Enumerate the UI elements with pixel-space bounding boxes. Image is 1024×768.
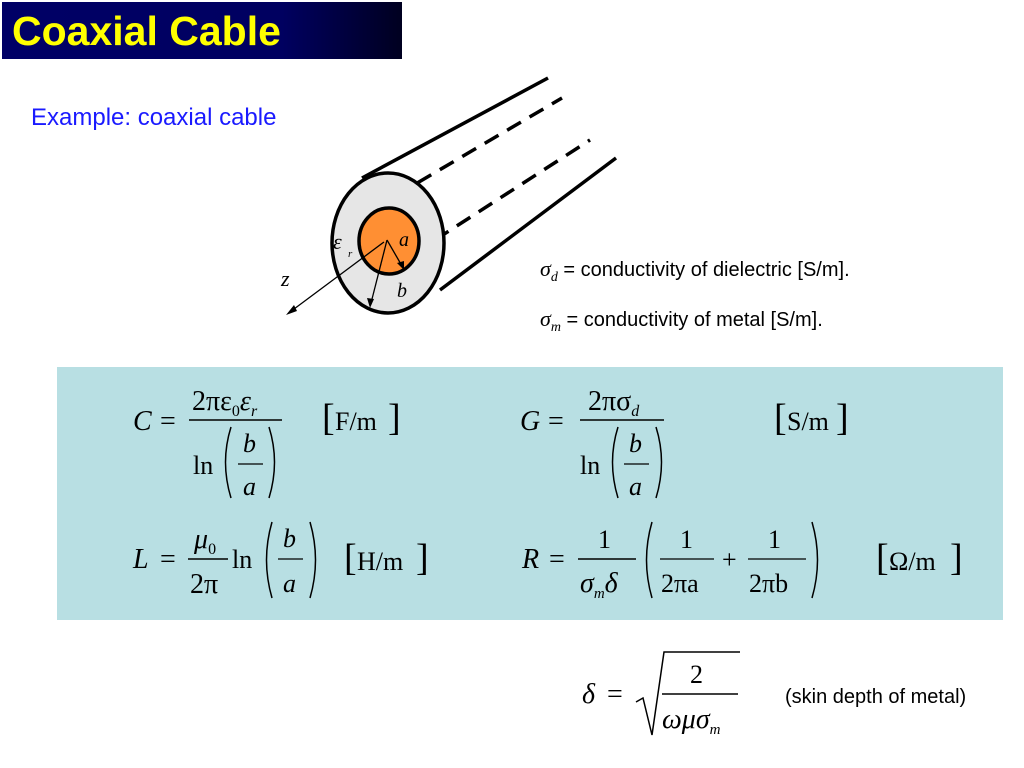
epsilon-subscript: r bbox=[348, 248, 353, 260]
b-numerator: b bbox=[629, 429, 642, 458]
bracket-right: ] bbox=[950, 537, 963, 579]
term2-numerator: 1 bbox=[768, 525, 781, 554]
radius-b-arrowhead bbox=[367, 298, 374, 308]
r-unit: Ω/m bbox=[889, 547, 936, 576]
z-axis bbox=[289, 241, 385, 313]
ln-function: ln bbox=[232, 545, 252, 574]
g-symbol: G bbox=[520, 406, 540, 437]
g-numerator: 2πσd bbox=[588, 386, 640, 420]
term1-numerator: 1 bbox=[680, 525, 693, 554]
a-denominator: a bbox=[283, 569, 296, 598]
square-root-sign bbox=[635, 651, 740, 736]
radius-a-label: a bbox=[399, 229, 409, 251]
bracket-right: ] bbox=[416, 537, 429, 579]
bracket-left: [ bbox=[876, 537, 889, 579]
outer-bottom-edge bbox=[438, 156, 618, 292]
term2-denominator: 2πb bbox=[749, 569, 788, 598]
equals-sign: = bbox=[160, 406, 176, 437]
left-paren bbox=[645, 521, 653, 599]
radius-a-line bbox=[386, 239, 403, 267]
right-paren bbox=[811, 521, 819, 599]
ln-function: ln bbox=[580, 451, 600, 480]
delta-symbol: δ bbox=[582, 679, 596, 710]
left-paren bbox=[265, 521, 273, 599]
sigma-subscript: d bbox=[550, 270, 558, 285]
c-symbol: C bbox=[133, 406, 152, 437]
right-paren bbox=[268, 426, 276, 499]
plus-sign: + bbox=[722, 545, 737, 574]
definition-text: = conductivity of metal [S/m]. bbox=[560, 309, 823, 331]
sigma-subscript: m bbox=[550, 320, 561, 335]
bracket-left: [ bbox=[774, 397, 787, 439]
a-denominator: a bbox=[243, 472, 256, 501]
r-denominator: σmδ bbox=[580, 568, 619, 602]
equals-sign: = bbox=[548, 406, 564, 437]
a-denominator: a bbox=[629, 472, 642, 501]
ln-function: ln bbox=[193, 451, 213, 480]
l-symbol: L bbox=[132, 544, 149, 575]
z-axis-arrowhead bbox=[286, 305, 297, 315]
equals-sign: = bbox=[607, 679, 623, 710]
title-bar: Coaxial Cable bbox=[2, 2, 402, 59]
z-axis-label: z bbox=[280, 266, 290, 291]
right-paren bbox=[655, 426, 663, 499]
conductance-formula: G = 2πσd ln b a [ S/m ] bbox=[520, 386, 849, 501]
resistance-formula: R = 1 σmδ 1 2πa + 1 2πb [ Ω/m ] bbox=[521, 521, 963, 602]
l-denominator: 2π bbox=[190, 569, 218, 600]
equals-sign: = bbox=[160, 544, 176, 575]
sigma-m-definition: σm = conductivity of metal [S/m]. bbox=[540, 306, 823, 336]
bracket-right: ] bbox=[388, 397, 401, 439]
radius-b-line bbox=[370, 239, 388, 304]
formula-box bbox=[57, 367, 1003, 620]
sigma-d-definition: σd = conductivity of dielectric [S/m]. bbox=[540, 256, 850, 286]
radius-b-label: b bbox=[397, 280, 407, 302]
inner-top-dashed bbox=[394, 96, 563, 198]
equals-sign: = bbox=[549, 544, 565, 575]
b-numerator: b bbox=[243, 429, 256, 458]
radius-a-arrowhead bbox=[397, 261, 404, 270]
term1-denominator: 2πa bbox=[661, 569, 699, 598]
c-numerator: 2πε0εr bbox=[192, 386, 258, 420]
outer-top-edge bbox=[361, 76, 549, 180]
skin-depth-note: (skin depth of metal) bbox=[785, 686, 967, 708]
inner-conductor bbox=[357, 206, 421, 276]
bracket-left: [ bbox=[344, 537, 357, 579]
left-paren bbox=[611, 426, 619, 499]
l-numerator: μ0 bbox=[193, 524, 216, 558]
skin-depth-denominator: ωμσm bbox=[662, 704, 721, 738]
l-unit: H/m bbox=[357, 547, 403, 576]
bracket-right: ] bbox=[836, 397, 849, 439]
right-paren bbox=[309, 521, 317, 599]
r-numerator: 1 bbox=[598, 525, 611, 554]
bracket-left: [ bbox=[322, 397, 335, 439]
b-numerator: b bbox=[283, 524, 296, 553]
sigma-symbol: σ bbox=[540, 306, 551, 331]
g-unit: S/m bbox=[787, 407, 829, 436]
r-symbol: R bbox=[521, 544, 539, 575]
definition-text: = conductivity of dielectric [S/m]. bbox=[557, 259, 850, 281]
inductance-formula: L = μ0 2π ln b a [ H/m ] bbox=[132, 521, 429, 600]
page-title: Coaxial Cable bbox=[12, 8, 281, 54]
subtitle: Example: coaxial cable bbox=[31, 104, 277, 131]
skin-depth-formula: δ = 2 ωμσm bbox=[582, 651, 740, 738]
left-paren bbox=[224, 426, 232, 499]
inner-bottom-dashed bbox=[434, 138, 591, 242]
sigma-symbol: σ bbox=[540, 256, 551, 281]
capacitance-formula: C = 2πε0εr ln b a [ F/m ] bbox=[133, 386, 401, 501]
skin-depth-numerator: 2 bbox=[690, 660, 703, 689]
epsilon-label: ε bbox=[333, 229, 342, 254]
coaxial-cable-diagram: ε r a b z bbox=[280, 76, 618, 315]
c-unit: F/m bbox=[335, 407, 377, 436]
